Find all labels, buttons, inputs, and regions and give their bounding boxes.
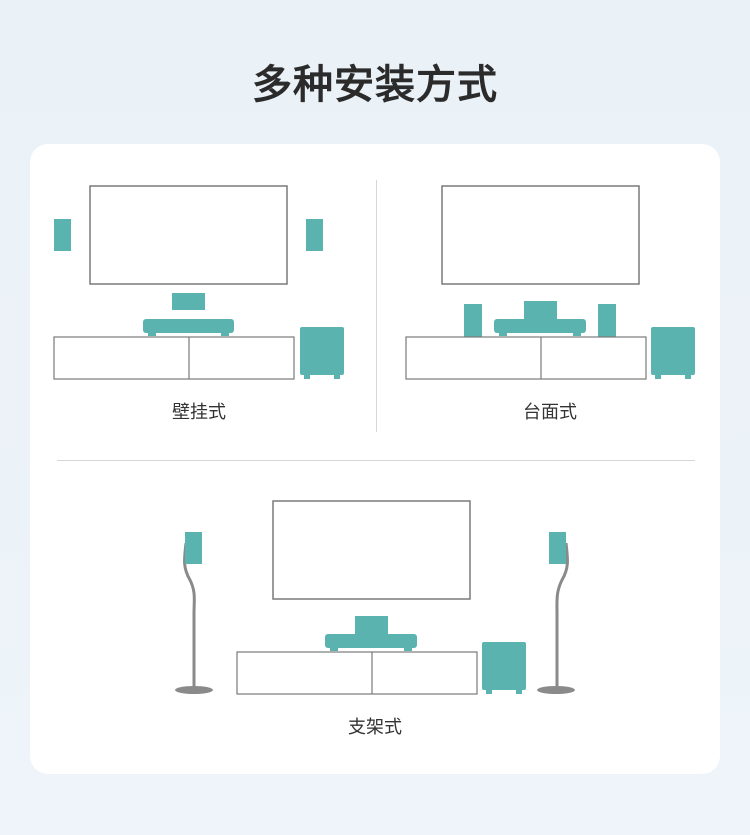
subwoofer-icon bbox=[300, 327, 344, 379]
tv-icon bbox=[89, 185, 288, 285]
tv-cabinet-icon bbox=[236, 651, 478, 695]
left-speaker-icon bbox=[464, 304, 482, 338]
tv-cabinet-icon bbox=[405, 336, 647, 380]
subwoofer-icon bbox=[651, 327, 695, 379]
right-speaker-icon bbox=[598, 304, 616, 338]
soundbar-icon bbox=[494, 319, 586, 336]
horizontal-divider bbox=[57, 460, 695, 461]
tv-icon bbox=[272, 500, 471, 600]
tabletop-label: 台面式 bbox=[523, 402, 577, 423]
right-speaker-icon bbox=[306, 219, 323, 251]
soundbar-icon bbox=[325, 634, 417, 651]
soundbar-icon bbox=[143, 319, 234, 336]
subwoofer-icon bbox=[482, 642, 526, 694]
page-title: 多种安装方式 bbox=[252, 62, 498, 108]
wall-mount-illustration bbox=[53, 185, 344, 380]
tv-icon bbox=[441, 185, 640, 285]
right-speaker-stand-icon bbox=[537, 532, 575, 694]
floor-stand-label: 支架式 bbox=[348, 717, 402, 738]
floor-stand-illustration bbox=[175, 500, 575, 695]
tv-cabinet-icon bbox=[53, 336, 295, 380]
wall-mount-label: 壁挂式 bbox=[172, 402, 226, 423]
vertical-divider bbox=[376, 180, 377, 432]
center-speaker-icon bbox=[524, 301, 557, 319]
tabletop-illustration bbox=[405, 185, 695, 380]
center-speaker-icon bbox=[172, 293, 205, 310]
center-speaker-icon bbox=[355, 616, 388, 634]
left-speaker-stand-icon bbox=[175, 532, 213, 694]
left-speaker-icon bbox=[54, 219, 71, 251]
